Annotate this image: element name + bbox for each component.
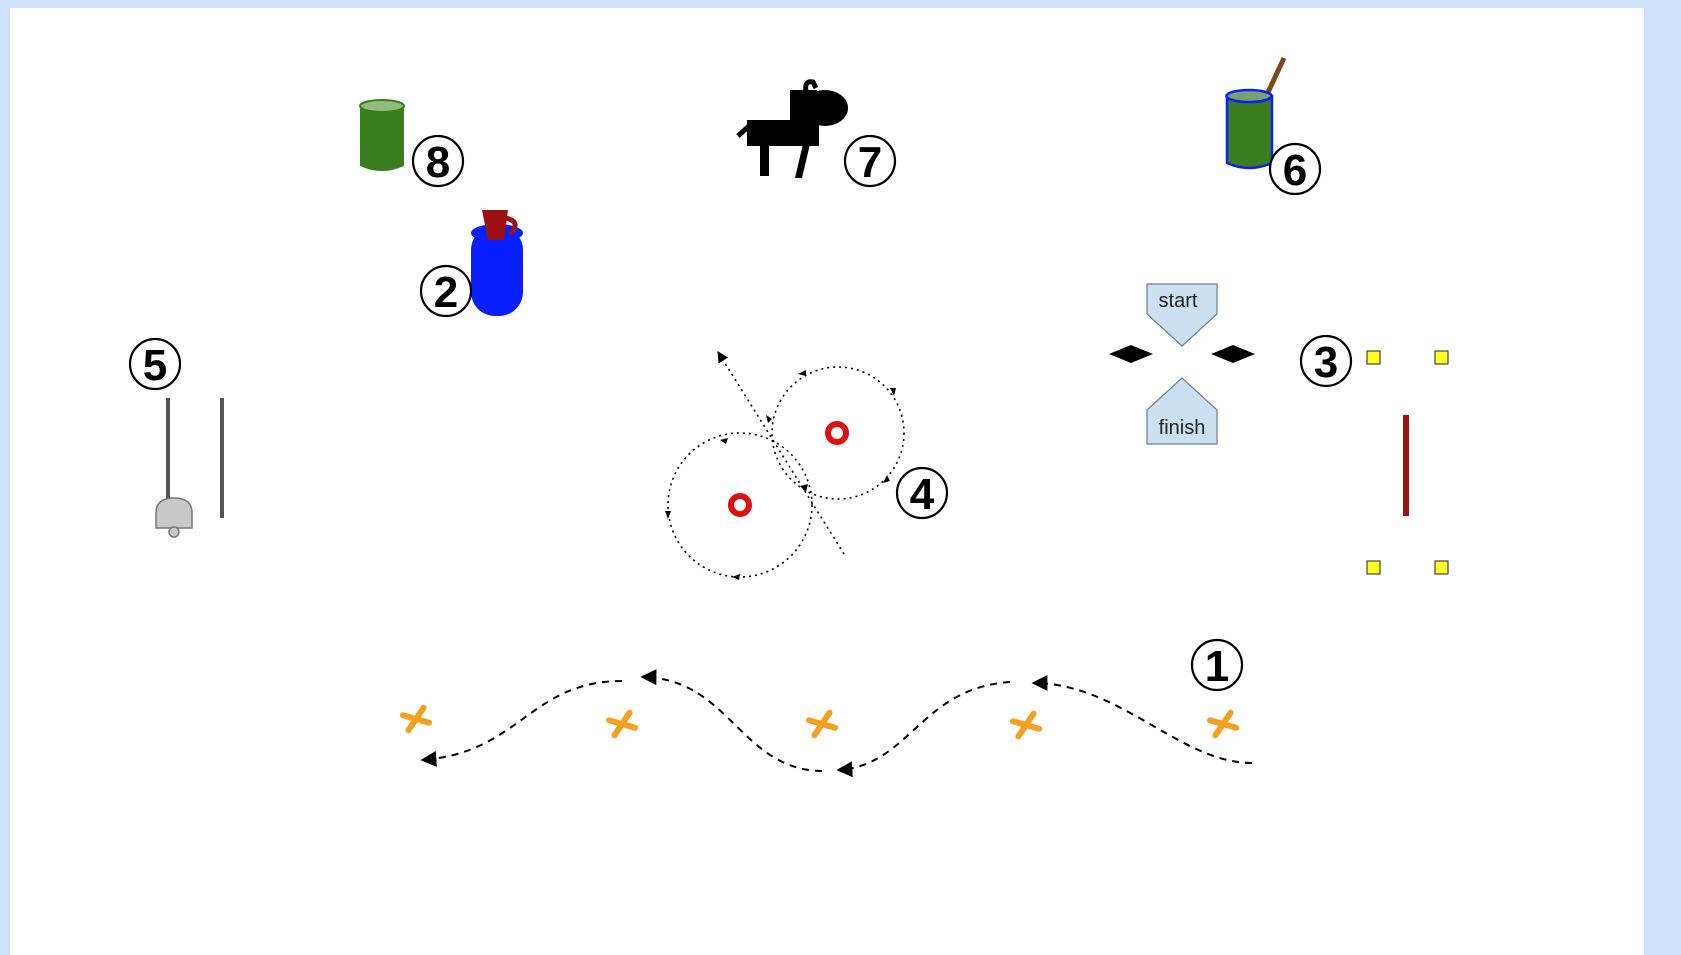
- finish-gate: finish: [1147, 378, 1217, 444]
- barrel-with-stick-icon: [1227, 58, 1285, 168]
- station-5-number: 5: [143, 341, 167, 390]
- station-5-marker: 5: [130, 339, 180, 390]
- station-8-marker: 8: [413, 136, 463, 187]
- start-label: start: [1159, 290, 1198, 312]
- station-7-number: 7: [858, 138, 882, 187]
- station-2-marker: 2: [421, 266, 471, 317]
- cone-icon: [1210, 713, 1236, 736]
- figure-eight-path: [665, 352, 904, 580]
- goat-icon: [738, 82, 848, 178]
- ring-marker-left-icon: [731, 496, 749, 514]
- station-7-marker: 7: [845, 136, 895, 187]
- yellow-marker-icon: [1435, 351, 1448, 364]
- yellow-marker-icon: [1435, 561, 1448, 574]
- yellow-marker-icon: [1367, 351, 1380, 364]
- course-diagram-canvas: 8 7 6 2 5: [10, 8, 1644, 955]
- green-barrel-icon: [360, 100, 404, 171]
- weave-path: [422, 677, 1252, 771]
- cone-icon: [403, 708, 429, 731]
- finish-label: finish: [1159, 417, 1206, 439]
- ring-marker-right-icon: [828, 424, 846, 442]
- blue-barrel-with-jug-icon: [471, 210, 523, 316]
- bell-icon: [156, 498, 192, 537]
- cone-icon: [609, 713, 635, 736]
- yellow-marker-icon: [1367, 561, 1380, 574]
- station-4-marker: 4: [897, 468, 947, 519]
- station-4-number: 4: [910, 470, 935, 519]
- station-1-number: 1: [1205, 642, 1229, 691]
- station-1-marker: 1: [1192, 640, 1242, 691]
- gate-flag-left-icon: [1109, 345, 1153, 363]
- course-diagram: 8 7 6 2 5: [10, 8, 1644, 955]
- station-8-number: 8: [426, 138, 450, 187]
- station-3-marker: 3: [1301, 336, 1351, 387]
- station-2-number: 2: [434, 268, 458, 317]
- station-3-number: 3: [1314, 338, 1338, 387]
- station-6-marker: 6: [1270, 144, 1320, 195]
- gate-flag-right-icon: [1211, 345, 1255, 363]
- start-gate: start: [1147, 284, 1217, 346]
- station-6-number: 6: [1283, 146, 1307, 195]
- cone-icon: [809, 713, 835, 736]
- cone-icon: [1013, 714, 1039, 737]
